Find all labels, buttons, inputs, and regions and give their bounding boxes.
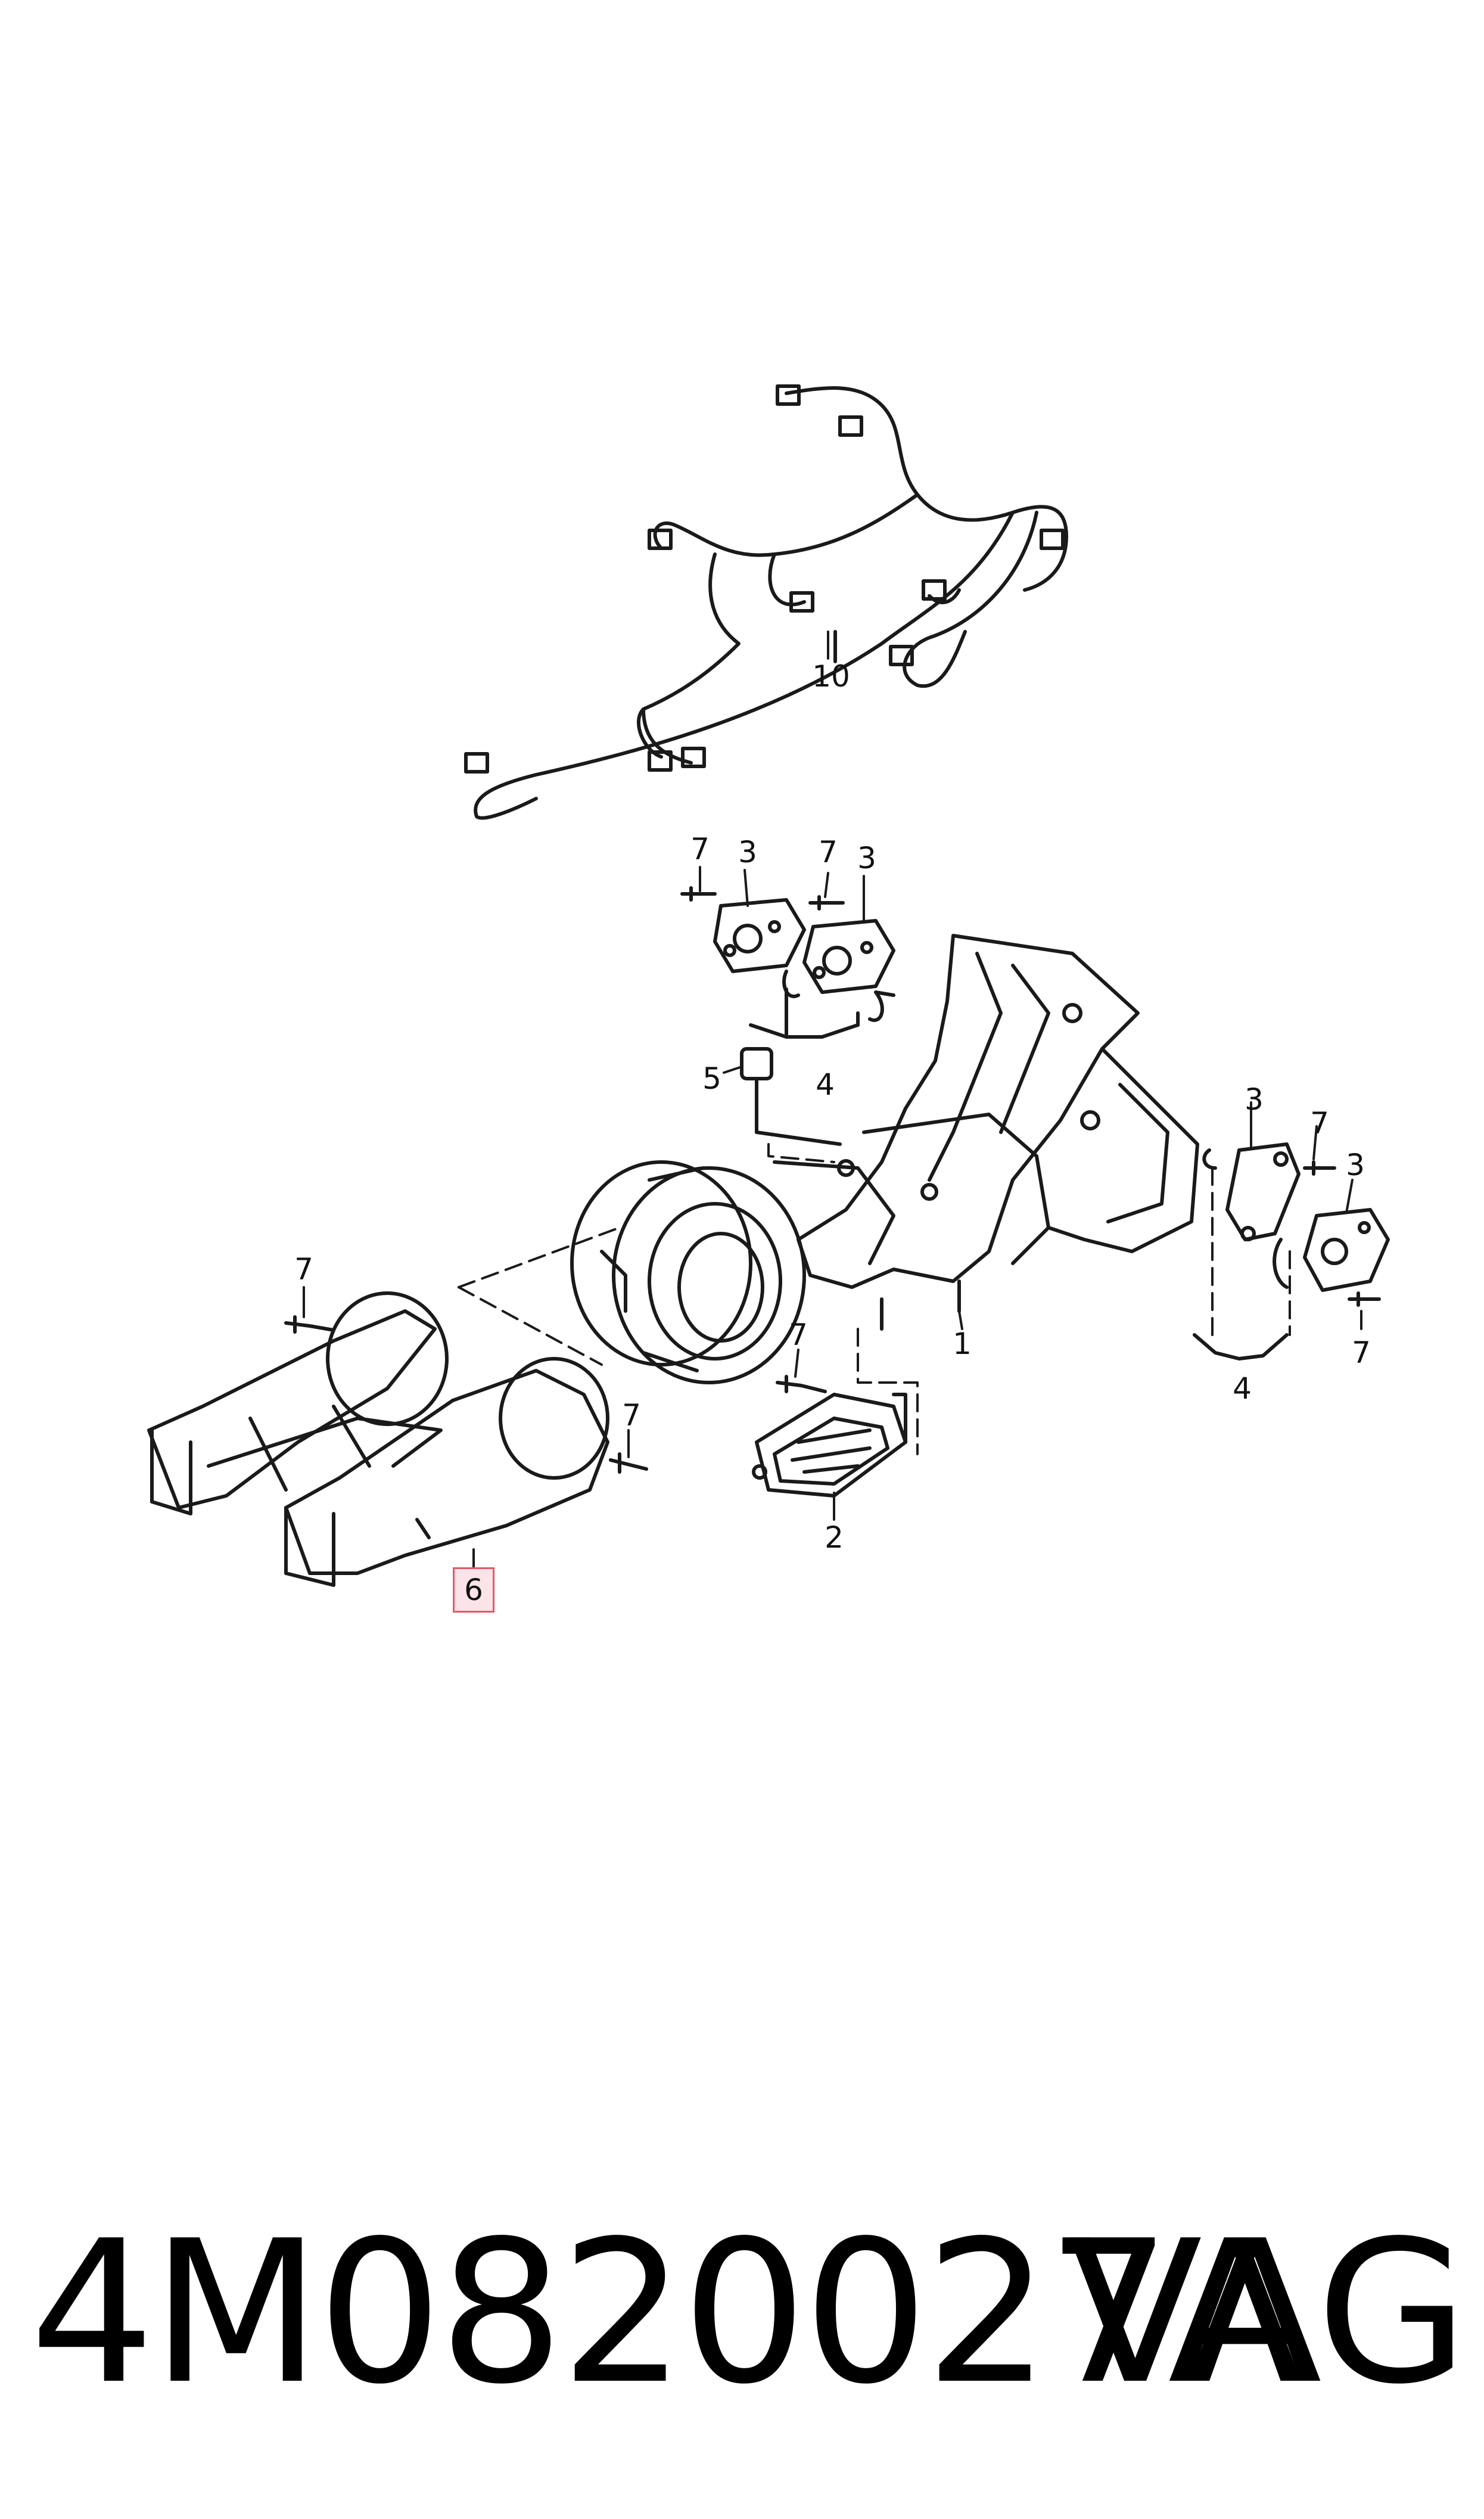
callout-6-highlighted[interactable]: 6 xyxy=(453,1567,494,1613)
wiring-harness xyxy=(464,384,1068,820)
callout-7: 7 xyxy=(789,1318,808,1352)
callout-2: 2 xyxy=(825,1520,844,1555)
callout-7: 7 xyxy=(1352,1335,1371,1370)
part-number: 4M0820027A xyxy=(30,2198,1302,2427)
main-housing xyxy=(773,934,1199,1331)
screws xyxy=(284,886,1381,1474)
callout-7: 7 xyxy=(690,832,710,866)
callout-10: 10 xyxy=(812,659,850,694)
callout-3: 3 xyxy=(1346,1148,1365,1182)
callout-7: 7 xyxy=(1310,1106,1329,1141)
footer: 4M0820027A VAG xyxy=(0,2205,1484,2479)
leader-lines xyxy=(303,630,1362,1574)
callout-1: 1 xyxy=(953,1327,972,1361)
callout-5: 5 xyxy=(702,1061,721,1096)
brand-name: VAG xyxy=(1068,2198,1469,2427)
callout-4: 4 xyxy=(816,1067,835,1102)
callout-4: 4 xyxy=(1233,1371,1252,1406)
guide-lines xyxy=(458,1143,1291,1455)
actuator-right-upper xyxy=(1225,1142,1301,1241)
exploded-parts-diagram xyxy=(147,384,1390,1587)
actuator-right-lower xyxy=(1303,1208,1390,1292)
air-distribution-duct xyxy=(147,1291,609,1587)
actuator-top-left xyxy=(713,898,806,973)
temperature-sensor xyxy=(740,1047,842,1146)
callout-3: 3 xyxy=(1245,1082,1264,1117)
callout-7: 7 xyxy=(622,1398,641,1433)
blower-fan xyxy=(570,1160,806,1384)
callout-7: 7 xyxy=(819,835,838,869)
actuator-top-mid xyxy=(802,919,895,994)
blower-resistor xyxy=(752,1393,907,1498)
levers-top xyxy=(749,970,895,1039)
callout-3: 3 xyxy=(857,841,876,875)
callout-7: 7 xyxy=(294,1252,313,1287)
levers-right xyxy=(1193,1148,1289,1361)
callout-3: 3 xyxy=(738,835,757,869)
